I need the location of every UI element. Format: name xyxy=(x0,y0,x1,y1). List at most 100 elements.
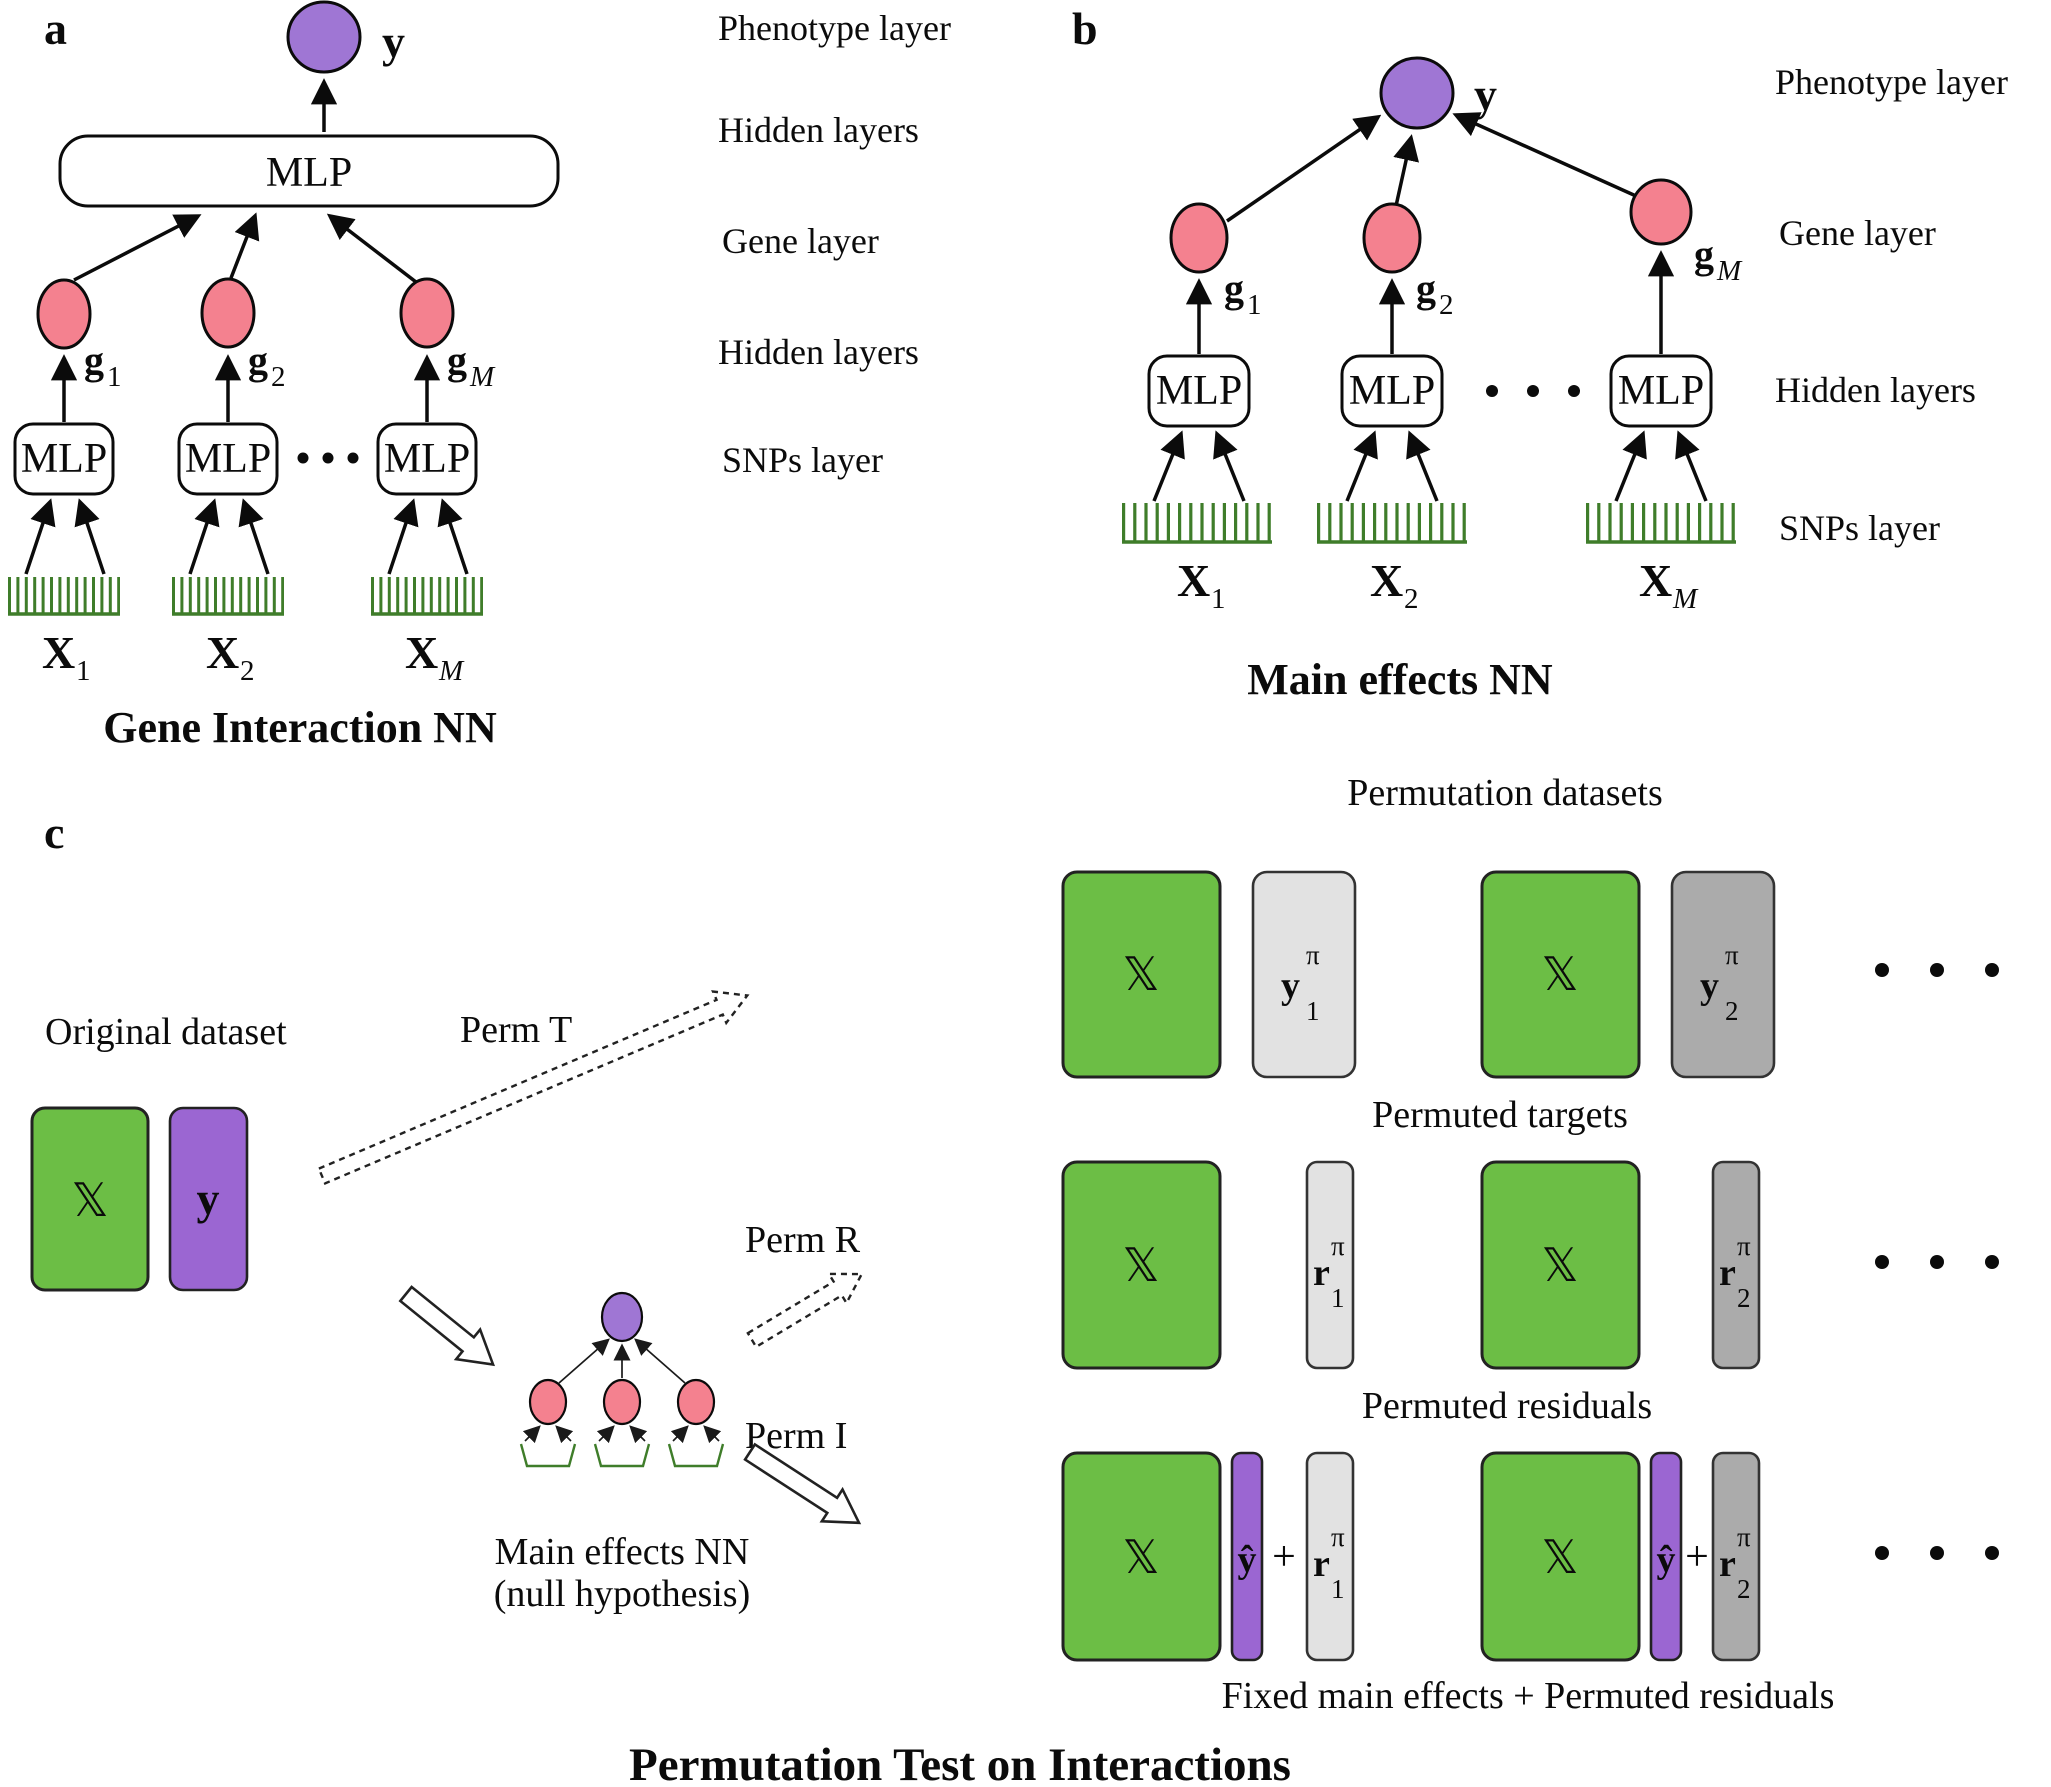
panel-b-mlp-box-1 xyxy=(1147,354,1251,428)
mini-nn-snp-bracket xyxy=(667,1443,725,1468)
panel-a-layer-hidden-bottom: Hidden layers xyxy=(718,332,919,372)
arrow-gM-to-mlp xyxy=(326,213,418,284)
panel-a-gene-label-2: g xyxy=(248,338,268,383)
row2-x-matrix-1 xyxy=(1061,1160,1222,1370)
mini-nn-input-edge xyxy=(670,1425,689,1444)
panel-a-gene-node-1 xyxy=(36,278,92,350)
panel-a-mlp-label-1: MLP xyxy=(21,436,107,482)
panel-b-layer-gene: Gene layer xyxy=(1779,213,1936,253)
original-y-vector xyxy=(168,1106,249,1292)
panel-b-title: Main effects NN xyxy=(1247,655,1553,704)
row3-ellipsis-dot xyxy=(1985,1546,1999,1560)
row1-ellipsis-dot xyxy=(1930,963,1944,977)
panel-a-gene-label-M: g xyxy=(447,338,467,383)
arrow-snp-to-mlp-b xyxy=(1406,430,1439,502)
panel-b-phenotype-node xyxy=(1379,56,1455,130)
panel-a-gene-sub-1: 1 xyxy=(107,361,122,393)
panel-a-phenotype-node xyxy=(286,0,362,74)
row1-x-label-2: 𝕏 xyxy=(1541,947,1578,1001)
row3-yhat-label-2: ŷ xyxy=(1657,1539,1676,1581)
panel-b-ellipsis-dot xyxy=(1568,385,1580,397)
mini-nn-input-edge xyxy=(522,1425,541,1444)
permutation-datasets-title: Permutation datasets xyxy=(1347,772,1663,814)
row1-target-2 xyxy=(1670,870,1776,1079)
panel-c-tag: c xyxy=(44,807,64,858)
row2-x-label-1: 𝕏 xyxy=(1122,1238,1159,1292)
panel-a-mlp-box-3 xyxy=(376,422,478,496)
panel-b: b y g 1 g 2 g M MLP MLP MLP xyxy=(1072,3,2008,704)
row3-plus-2: + xyxy=(1685,1534,1709,1580)
mini-nn-caption-1: Main effects NN xyxy=(495,1531,750,1573)
mini-nn-gene-node xyxy=(676,1378,716,1426)
panel-a-input-label-1: X xyxy=(42,627,75,678)
mini-nn-input-edge xyxy=(703,1425,722,1444)
arrow-snp-to-mlp-b xyxy=(1675,430,1708,502)
panel-a-ellipsis-dot xyxy=(322,452,334,464)
panel-b-gene-node-M xyxy=(1629,178,1693,246)
perm-t-label: Perm T xyxy=(460,1009,572,1051)
perm-t-dashed-arrow xyxy=(317,990,750,1185)
panel-b-tag: b xyxy=(1072,3,1098,54)
panel-b-input-sub-M: M xyxy=(1672,583,1699,615)
panel-b-input-label-2: X xyxy=(1370,555,1403,606)
row1-x-matrix-1 xyxy=(1061,870,1222,1079)
panel-b-ellipsis-dot xyxy=(1527,385,1539,397)
arrow-snp-to-mlp-b xyxy=(1213,430,1246,502)
mini-nn-snp-bracket xyxy=(593,1443,651,1468)
row1-target-sup-2: π xyxy=(1725,940,1739,970)
row1-target-1 xyxy=(1251,870,1357,1079)
row3-residual-base-1: r xyxy=(1313,1543,1330,1585)
panel-a-mlp-box-1 xyxy=(13,422,115,496)
mini-nn-input-edge xyxy=(596,1425,615,1444)
panel-a-layer-hidden-top: Hidden layers xyxy=(718,110,919,150)
mini-nn-gene-node xyxy=(602,1378,642,1426)
original-dataset-label: Original dataset xyxy=(45,1011,287,1053)
panel-a-gene-node-M xyxy=(399,277,455,349)
train-nn-arrow xyxy=(398,1285,496,1367)
panel-a-tag: a xyxy=(44,3,67,54)
panel-b-gene-sub-1: 1 xyxy=(1247,289,1262,321)
panel-b-input-label-M: X xyxy=(1639,555,1672,606)
row3-plus-1: + xyxy=(1272,1534,1296,1580)
panel-b-ellipsis-dot xyxy=(1486,385,1498,397)
row3-residual-sub-2: 2 xyxy=(1737,1574,1751,1604)
panel-a-phenotype-label: y xyxy=(382,16,405,67)
row1-target-sub-2: 2 xyxy=(1725,996,1739,1026)
mini-nn-caption-2: (null hypothesis) xyxy=(494,1573,750,1615)
panel-c-title: Permutation Test on Interactions xyxy=(629,1739,1291,1787)
panel-a-top-mlp-box xyxy=(58,134,560,208)
panel-a-input-label-2: X xyxy=(206,627,239,678)
panel-a-input-sub-2: 2 xyxy=(240,655,255,687)
panel-a-ellipsis-dot xyxy=(347,452,359,464)
mini-nn-phenotype-node xyxy=(600,1291,644,1343)
row2-residual-sup-1: π xyxy=(1331,1231,1345,1261)
row2-ellipsis-dot xyxy=(1985,1255,1999,1269)
row2-caption: Permuted residuals xyxy=(1362,1385,1652,1427)
row2-ellipsis-dot xyxy=(1875,1255,1889,1269)
panel-a-layer-phenotype: Phenotype layer xyxy=(718,8,951,48)
panel-a-gene-sub-M: M xyxy=(469,361,496,393)
panel-a-input-label-M: X xyxy=(405,627,438,678)
arrow-bg1-to-y xyxy=(1226,114,1382,223)
row2-x-matrix-2 xyxy=(1480,1160,1641,1370)
row1-target-base-1: y xyxy=(1281,965,1300,1007)
arrow-snp-to-mlp-b xyxy=(1614,430,1647,502)
row2-residual-sub-1: 1 xyxy=(1331,1283,1345,1313)
panel-b-input-label-1: X xyxy=(1177,555,1210,606)
panel-b-gene-sub-M: M xyxy=(1716,255,1743,287)
panel-b-mlp-label-2: MLP xyxy=(1349,368,1435,414)
panel-b-gene-label-M: g xyxy=(1694,232,1714,277)
row2-residual-1 xyxy=(1305,1160,1355,1370)
perm-r-dashed-arrow xyxy=(746,1272,864,1349)
row2-residual-sup-2: π xyxy=(1737,1231,1751,1261)
panel-b-gene-node-1 xyxy=(1169,202,1229,274)
row1-target-sub-1: 1 xyxy=(1306,996,1320,1026)
panel-b-mlp-label-1: MLP xyxy=(1156,368,1242,414)
panel-a-ellipsis-dot xyxy=(297,452,309,464)
panel-a-input-sub-1: 1 xyxy=(76,655,91,687)
panel-a-mlp-label-3: MLP xyxy=(384,436,470,482)
panel-b-mlp-label-3: MLP xyxy=(1618,368,1704,414)
arrow-snp-to-mlp-b xyxy=(1345,430,1378,502)
row3-x-matrix-2 xyxy=(1480,1451,1641,1662)
